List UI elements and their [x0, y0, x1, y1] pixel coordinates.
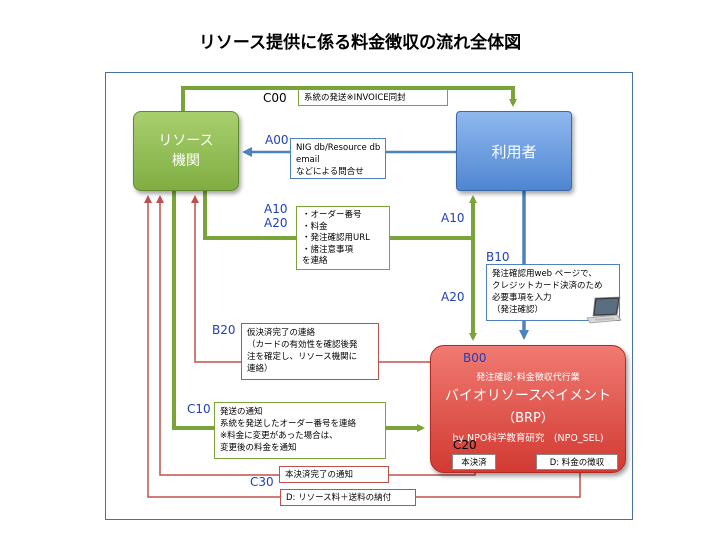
note-a00-line: email: [296, 155, 320, 165]
page-title: リソース提供に係る料金徴収の流れ全体図: [198, 33, 522, 53]
user-label: 利用者: [491, 142, 537, 161]
note-b10-line: クレジットカード決済のため: [492, 281, 603, 291]
note-b20-line: 仮決済完了の連絡: [247, 328, 316, 338]
arrow-c00: [181, 86, 517, 111]
brp-node: 発注確認･料金徴収代行業 バイオリソースペイメント （BRP） by NPO科学…: [430, 345, 626, 473]
note-c10-line: 変更後の料金を通知: [220, 443, 297, 453]
code-b00: B00: [463, 351, 487, 365]
note-a10-line: ・料金: [302, 221, 328, 232]
note-c10-line: 系統を発送したオーダー番号を連絡: [220, 419, 357, 429]
resource-institution-node: リソース 機関: [133, 111, 239, 191]
note-d-payment: D: リソース料＋送料の納付: [280, 489, 416, 506]
note-a10-line: ・オーダー番号: [302, 210, 362, 220]
brp-org-label: by NPO科学教育研究 (NPO_SEL): [452, 433, 604, 444]
code-c00: C00: [263, 91, 287, 105]
note-b20-line: （カードの有効性を確認後発: [247, 340, 358, 350]
user-node: 利用者: [456, 111, 572, 191]
diagram-frame: [105, 72, 633, 520]
code-a20-left: A20: [264, 216, 288, 230]
brp-final-settlement-box: 本決済: [452, 454, 496, 470]
note-b20-line: 注を確定し、リソース機関に: [247, 352, 358, 362]
code-a10-right: A10: [441, 211, 465, 225]
note-a10: ・オーダー番号 ・料金 ・発注確認用URL ・諸注意事項 を連絡: [296, 206, 390, 270]
note-a10-line: ・諸注意事項: [302, 244, 354, 255]
note-a00: NIG db/Resource db email などによる問合せ: [290, 138, 386, 179]
brp-sub-label: 発注確認･料金徴収代行業: [476, 373, 580, 383]
code-c30: C30: [250, 475, 274, 489]
code-c20: C20: [453, 438, 477, 452]
note-a10-line: を連絡: [302, 256, 328, 266]
note-b10-line: 発注確認用web ページで、: [492, 269, 597, 279]
code-a20-right: A20: [441, 290, 465, 304]
note-a10-line: ・発注確認用URL: [302, 233, 370, 243]
code-b10: B10: [486, 250, 510, 264]
code-a00: A00: [265, 133, 289, 147]
code-c10: C10: [187, 402, 211, 416]
note-a00-line: などによる問合せ: [296, 167, 364, 177]
note-c10: 発送の通知 系統を発送したオーダー番号を連絡 ※料金に変更があった場合は、 変更…: [214, 402, 386, 459]
note-b20: 仮決済完了の連絡 （カードの有効性を確認後発 注を確定し、リソース機関に 連絡）: [241, 323, 379, 380]
note-b10-line: 必要事項を入力: [492, 293, 552, 303]
note-c30: 本決済完了の通知: [279, 466, 389, 483]
resource-label-line2: 機関: [172, 153, 200, 169]
resource-label-line1: リソース: [158, 133, 214, 149]
brp-fee-collection-box: D: 料金の徴収: [536, 454, 618, 470]
note-c00: 系統の発送※INVOICE同封: [298, 89, 448, 106]
laptop-icon: [586, 296, 622, 324]
code-a10-left: A10: [264, 202, 288, 216]
note-a00-line: NIG db/Resource db: [296, 143, 381, 153]
note-c10-line: 発送の通知: [220, 407, 263, 417]
brp-main-label: バイオリソースペイメント: [444, 388, 612, 404]
note-b10-line: （発注確認）: [492, 305, 544, 315]
code-b20: B20: [212, 323, 236, 337]
brp-abbr-label: （BRP）: [502, 411, 554, 426]
note-b20-line: 連絡）: [247, 364, 273, 374]
note-c10-line: ※料金に変更があった場合は、: [220, 431, 338, 441]
